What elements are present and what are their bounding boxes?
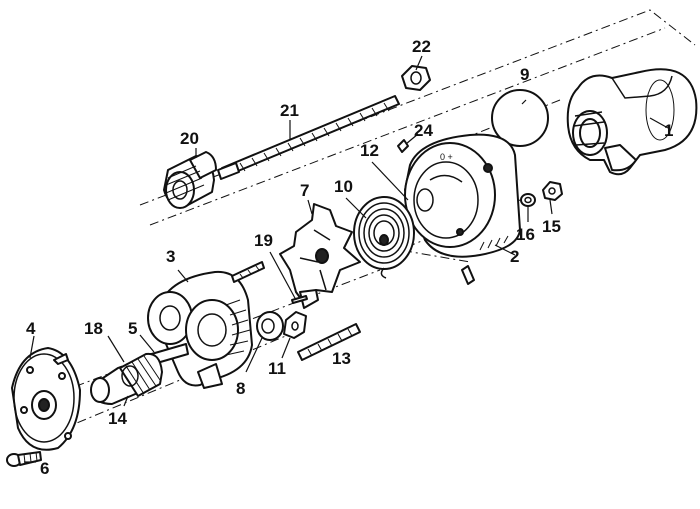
callout-19: 19: [254, 231, 273, 250]
callout-numbers: 1 2 3 4 5 6 7 8 9 10 11 12 13 14 15 16 1…: [26, 37, 673, 478]
callout-16: 16: [516, 225, 535, 244]
callout-4: 4: [26, 319, 36, 338]
part-star-rotor: [279, 203, 361, 309]
part-washer-16: [520, 193, 536, 207]
callout-7: 7: [300, 181, 309, 200]
part-screw-6: [6, 451, 42, 467]
callout-14: 14: [108, 409, 127, 428]
part-small-pin: [461, 265, 475, 285]
callout-9: 9: [520, 65, 529, 84]
callout-22: 22: [412, 37, 431, 56]
callout-5: 5: [128, 319, 137, 338]
callout-3: 3: [166, 247, 175, 266]
callout-11: 11: [268, 359, 286, 378]
part-pin-24: [397, 139, 409, 153]
callout-24: 24: [414, 121, 433, 140]
part-cam-block: [147, 261, 265, 389]
callout-21: 21: [280, 101, 299, 120]
callout-8: 8: [236, 379, 245, 398]
callout-18: 18: [84, 319, 103, 338]
part-nut-22: [401, 65, 431, 91]
part-block-11: [283, 311, 307, 339]
part-threaded-rod-21: [217, 95, 400, 180]
leader-lines: [24, 55, 669, 463]
part-front-plate: [11, 347, 81, 451]
part-nut-15: [542, 181, 563, 201]
callout-15: 15: [542, 217, 561, 236]
part-coil-spring: [353, 196, 415, 279]
part-stud-13: [297, 323, 361, 361]
callout-20: 20: [180, 129, 199, 148]
part-handle-knob: [566, 68, 698, 176]
callout-6: 6: [40, 459, 49, 478]
callout-10: 10: [334, 177, 353, 196]
callout-13: 13: [332, 349, 351, 368]
dial-markings: 0 +: [440, 152, 453, 162]
part-threaded-sleeve: [90, 352, 163, 405]
part-housing-drum: 0 +: [404, 133, 521, 258]
callout-2: 2: [510, 247, 519, 266]
part-pin-19: [291, 295, 308, 304]
part-washer-8: [256, 311, 284, 341]
callout-1: 1: [664, 121, 673, 140]
callout-12: 12: [360, 141, 379, 160]
part-bushing-20: [163, 151, 217, 209]
